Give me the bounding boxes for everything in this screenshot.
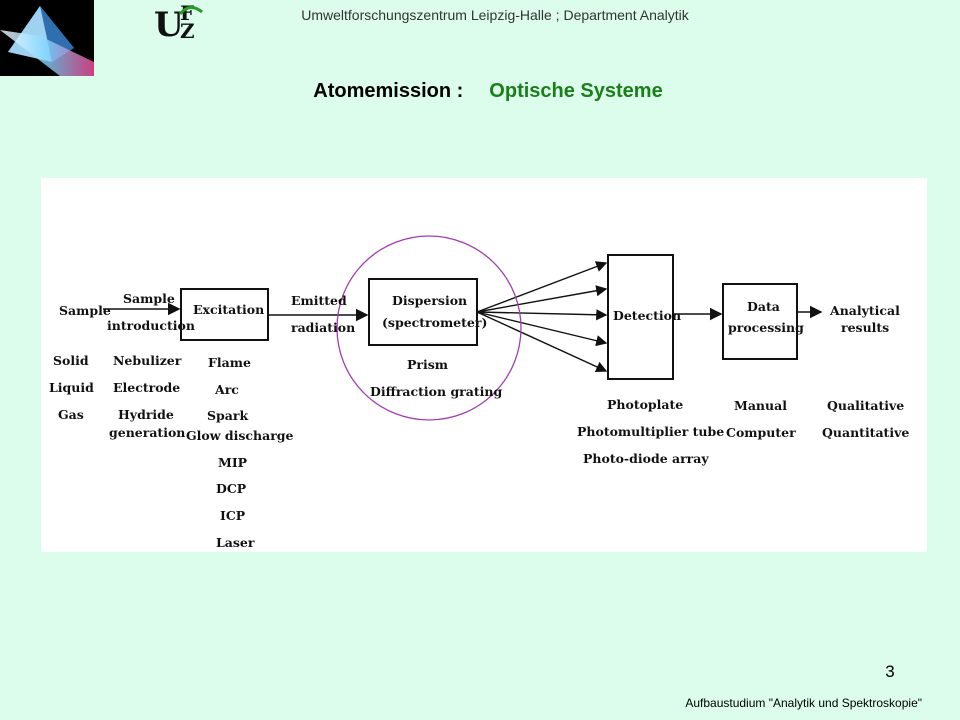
excitation-item: MIP [218, 455, 248, 470]
label-data-1: Data [747, 299, 780, 314]
course-footer: Aufbaustudium "Analytik und Spektroskopi… [685, 696, 922, 710]
excitation-item: Flame [208, 355, 251, 370]
excitation-box [180, 288, 269, 341]
page-number: 3 [885, 662, 895, 681]
label-emitted-2: radiation [291, 320, 355, 335]
dispersion-item: Prism [407, 357, 448, 372]
processing-item: Computer [726, 425, 796, 440]
highlight-circle [336, 235, 522, 421]
excitation-item: ICP [220, 508, 246, 523]
slide-title: Atomemission : Optische Systeme [0, 80, 960, 103]
label-excitation: Excitation [193, 302, 264, 317]
excitation-item: Spark [207, 408, 248, 423]
ufz-logo: U F Z [150, 0, 208, 45]
dispersion-box [368, 278, 478, 346]
processing-item: Manual [734, 398, 787, 413]
excitation-item: Arc [214, 382, 239, 397]
label-dispersion-2: (spectrometer) [382, 315, 487, 330]
institution-header: Umweltforschungszentrum Leipzig-Halle ; … [301, 7, 689, 23]
introduction-item: Electrode [113, 380, 180, 395]
label-data-2: processing [728, 320, 804, 335]
svg-text:U: U [154, 5, 184, 42]
results-item: Quantitative [822, 425, 909, 440]
svg-text:Z: Z [180, 19, 195, 42]
sample-state: Solid [53, 353, 89, 368]
dispersion-item: Diffraction grating [370, 384, 502, 399]
introduction-item: Hydride [118, 407, 174, 422]
prism-logo [0, 0, 94, 76]
dispersed-rays [476, 261, 608, 373]
excitation-item: Glow discharge [186, 428, 294, 443]
title-main: Atomemission : [313, 80, 464, 102]
introduction-item: generation [109, 425, 185, 440]
results-item: Qualitative [827, 398, 904, 413]
introduction-item: Nebulizer [113, 353, 182, 368]
label-dispersion-1: Dispersion [392, 293, 467, 308]
data-processing-box [722, 283, 798, 360]
detection-box [607, 254, 674, 380]
title-sub: Optische Systeme [489, 80, 663, 102]
sample-state: Gas [58, 407, 84, 422]
detection-item: Photomultiplier tube [577, 424, 724, 439]
excitation-item: Laser [216, 535, 255, 550]
label-sample-intro-2: introduction [107, 318, 195, 333]
label-results-1: Analytical [829, 303, 900, 318]
label-emitted-1: Emitted [291, 293, 347, 308]
label-sample-intro-1: Sample [123, 291, 175, 306]
detection-item: Photo-diode array [583, 451, 709, 466]
flow-diagram: Sample Sample introduction Excitation Em… [41, 178, 927, 552]
label-detection: Detection [613, 308, 681, 323]
label-sample: Sample [59, 303, 111, 318]
label-results-2: results [841, 320, 889, 335]
sample-state: Liquid [49, 380, 94, 395]
detection-item: Photoplate [607, 397, 683, 412]
excitation-item: DCP [216, 481, 247, 496]
